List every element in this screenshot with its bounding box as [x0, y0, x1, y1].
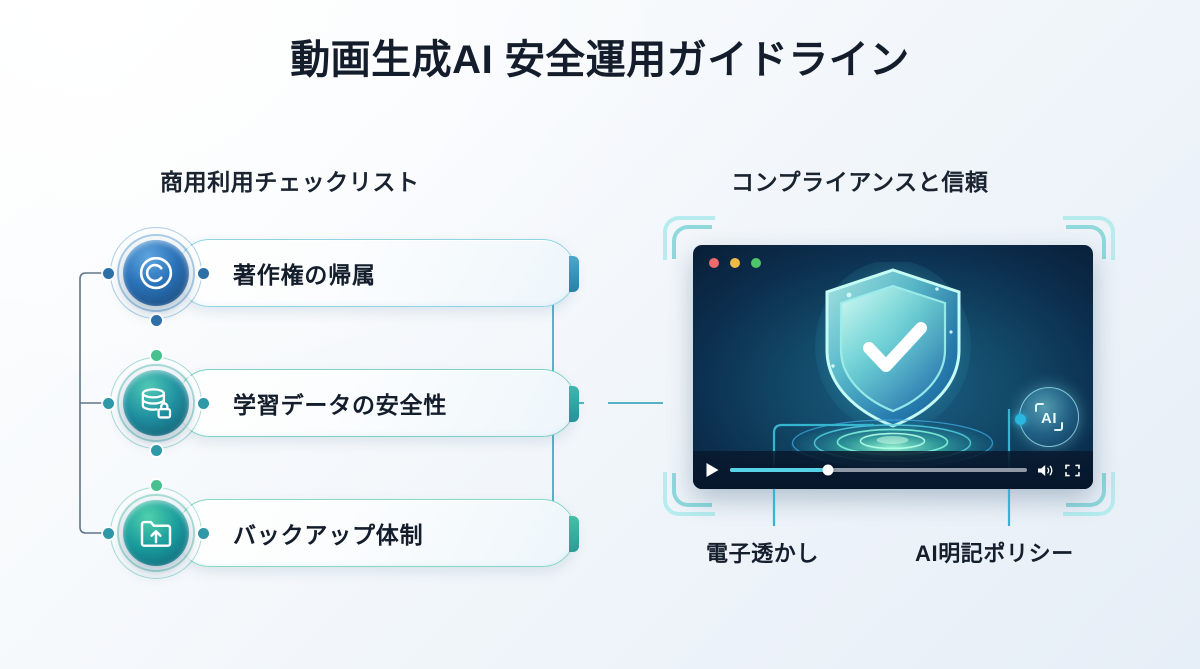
ai-watermark-badge[interactable]: AI [1015, 387, 1079, 447]
frame-corner-bottom-right [1063, 472, 1115, 516]
badge-connector-dot-right [198, 398, 209, 409]
window-traffic-lights [709, 258, 761, 268]
shield-check-illustration [813, 262, 973, 437]
frame-corner-inner-bottom-right [1066, 473, 1106, 507]
badge-connector-dot-right [198, 528, 209, 539]
badge-connector-dot-left [103, 268, 114, 279]
svg-text:AI: AI [1041, 410, 1057, 427]
checklist-item-label: 著作権の帰属 [233, 262, 376, 288]
badge-core [123, 240, 189, 306]
checklist-pill[interactable]: 学習データの安全性 [176, 369, 579, 437]
badge-core [123, 500, 189, 566]
badge-inner-ring [117, 494, 195, 572]
frame-corner-top-left [663, 216, 715, 260]
badge-core [123, 370, 189, 436]
pill-accent-nub [569, 516, 579, 552]
checklist-group: 著作権の帰属 学習データの安全性 [78, 225, 584, 581]
badge-connector-dot-top [151, 480, 162, 491]
badge-connector-dot-left [103, 528, 114, 539]
frame-corner-inner-top-left [672, 225, 712, 259]
copyright-icon [139, 256, 173, 290]
checklist-item-label: バックアップ体制 [233, 522, 424, 548]
minimize-dot[interactable] [730, 258, 740, 268]
ai-badge-anchor-dot [1015, 414, 1026, 425]
fullscreen-icon[interactable] [1064, 463, 1081, 478]
pill-accent-nub [569, 256, 579, 292]
progress-bar[interactable] [730, 464, 1027, 476]
video-player-mockup: AI [663, 216, 1115, 516]
checklist-pill[interactable]: バックアップ体制 [176, 499, 579, 567]
frame-corner-inner-bottom-left [672, 473, 712, 507]
checklist-pill[interactable]: 著作権の帰属 [176, 239, 579, 307]
checklist-icon-badge [103, 350, 209, 456]
badge-connector-dot-left [103, 398, 114, 409]
frame-corner-bottom-left [663, 472, 715, 516]
folder-upload-icon [140, 520, 172, 547]
callout-label-watermark: 電子透かし [706, 541, 820, 566]
frame-corner-top-right [1063, 216, 1115, 260]
badge-connector-dot-right [198, 268, 209, 279]
database-lock-icon [141, 388, 172, 419]
checklist-item[interactable]: 著作権の帰属 [103, 225, 579, 326]
checklist-item[interactable]: バックアップ体制 [103, 480, 579, 581]
badge-inner-ring [117, 234, 195, 312]
badge-connector-dot-bottom [151, 445, 162, 456]
checklist-item[interactable]: 学習データの安全性 [103, 350, 579, 456]
section-heading-compliance: コンプライアンスと信頼 [731, 169, 989, 195]
progress-fill [730, 468, 828, 472]
badge-connector-dot-top [151, 350, 162, 361]
pill-accent-nub [569, 386, 579, 422]
checklist-icon-badge [103, 480, 209, 581]
checklist-item-label: 学習データの安全性 [233, 392, 448, 418]
section-heading-checklist: 商用利用チェックリスト [160, 169, 420, 195]
callout-label-ai-policy: AI明記ポリシー [915, 541, 1074, 566]
volume-icon[interactable] [1037, 463, 1054, 478]
badge-connector-dot-bottom [151, 315, 162, 326]
shield-check-icon [815, 262, 971, 432]
close-dot[interactable] [709, 258, 719, 268]
video-controls-bar [693, 451, 1093, 489]
frame-corner-inner-top-right [1066, 225, 1106, 259]
page-title: 動画生成AI 安全運用ガイドライン [290, 38, 910, 82]
ai-label-icon: AI [1035, 403, 1063, 431]
progress-knob[interactable] [822, 464, 834, 476]
video-screen[interactable]: AI [693, 245, 1093, 489]
badge-inner-ring [117, 364, 195, 442]
maximize-dot[interactable] [751, 258, 761, 268]
play-icon[interactable] [705, 462, 720, 478]
checklist-icon-badge [103, 225, 209, 326]
